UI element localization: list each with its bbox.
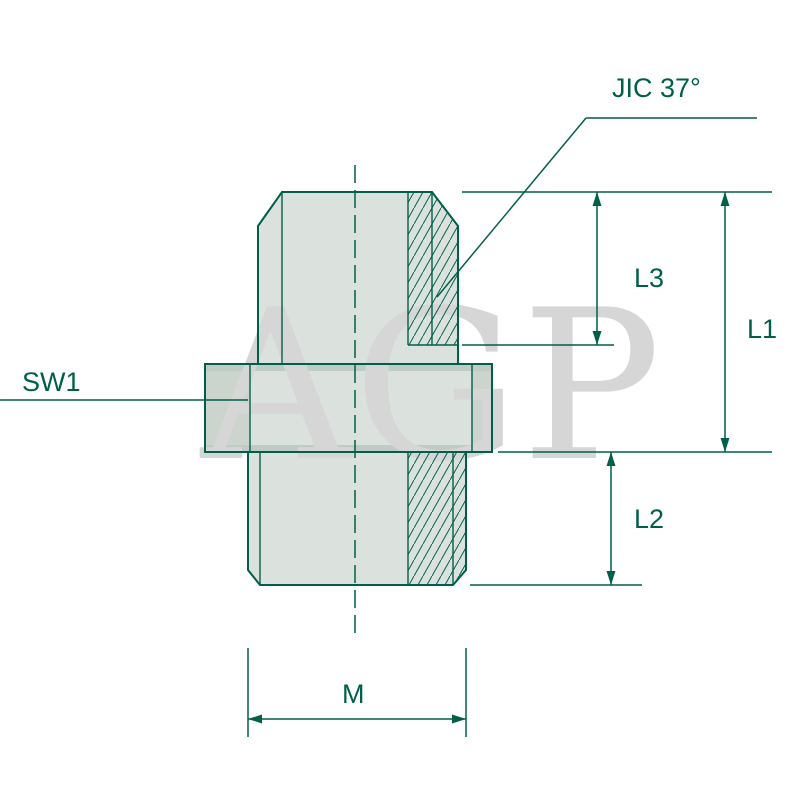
l3-arrow-down-icon bbox=[592, 331, 602, 345]
l2-arrow-up-icon bbox=[606, 452, 616, 466]
l2-arrow-down-icon bbox=[606, 571, 616, 585]
labels: JIC 37° SW1 L3 L1 L2 M bbox=[22, 73, 777, 709]
lower-thread-hatch bbox=[408, 452, 466, 585]
label-l3: L3 bbox=[634, 263, 664, 293]
label-wrench-flat: SW1 bbox=[22, 367, 81, 397]
hex-left-facet bbox=[205, 364, 250, 452]
fitting-outlines bbox=[204, 165, 493, 640]
thread-hatching bbox=[407, 192, 466, 585]
jic-leader-diagonal bbox=[436, 117, 587, 298]
hex-bottom-chamfer bbox=[205, 445, 492, 452]
label-thread-type: JIC 37° bbox=[612, 73, 701, 103]
hex-top-chamfer bbox=[205, 364, 492, 371]
hex-right-facet bbox=[472, 364, 492, 452]
label-l2: L2 bbox=[634, 504, 664, 534]
l1-arrow-up-icon bbox=[720, 192, 730, 206]
m-arrow-left-icon bbox=[248, 714, 262, 724]
upper-thread-hatch bbox=[408, 192, 458, 345]
label-l1: L1 bbox=[747, 314, 777, 344]
dimension-lines bbox=[0, 117, 772, 737]
l3-arrow-up-icon bbox=[592, 192, 602, 206]
hex-body bbox=[205, 364, 492, 452]
label-m: M bbox=[342, 679, 365, 709]
l1-arrow-down-icon bbox=[720, 438, 730, 452]
m-arrow-right-icon bbox=[452, 714, 466, 724]
